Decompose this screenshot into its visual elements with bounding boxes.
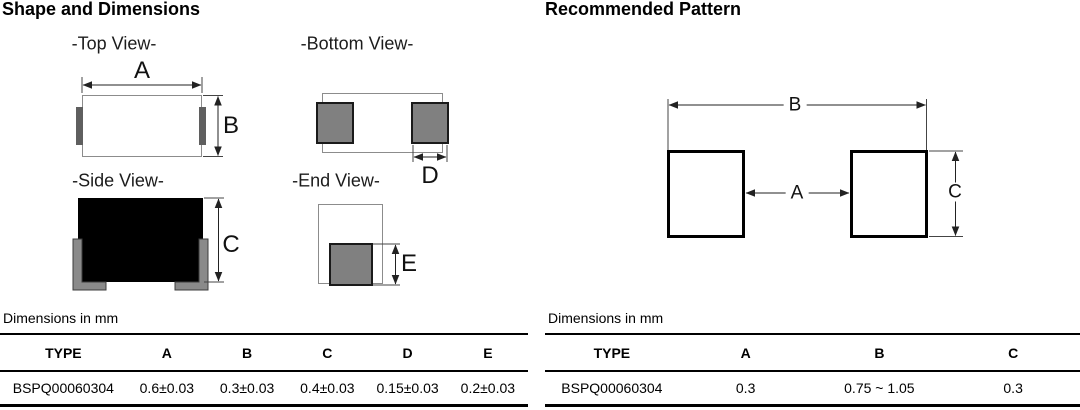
col-header-c: C xyxy=(1008,344,1019,361)
col-header-e: E xyxy=(483,344,493,361)
col-header-type: TYPE xyxy=(593,344,631,361)
pattern-dim-label-c: C xyxy=(943,182,967,202)
section-title-shape-dimensions: Shape and Dimensions xyxy=(2,0,201,19)
col-header-d: D xyxy=(402,344,413,361)
cell-b: 0.75 ~ 1.05 xyxy=(844,380,915,396)
cell-e: 0.2±0.03 xyxy=(460,380,516,396)
top-view-label: -Top View- xyxy=(71,33,157,54)
recommended-pattern-table: TYPE A B C BSPQ00060304 0.3 0.75 ~ 1.05 … xyxy=(545,333,1080,407)
cell-b: 0.3±0.03 xyxy=(219,380,275,396)
cell-c: 0.3 xyxy=(1003,380,1023,396)
cell-c: 0.4±0.03 xyxy=(300,380,355,396)
col-header-a: A xyxy=(740,344,751,361)
end-view-drawing xyxy=(318,204,400,286)
col-header-c: C xyxy=(322,344,333,361)
pad-end xyxy=(329,243,373,286)
side-view-label: -Side View- xyxy=(72,170,164,191)
pattern-pad-left xyxy=(667,150,745,238)
col-header-b: B xyxy=(874,344,885,361)
pattern-pad-right xyxy=(850,150,928,238)
bottom-view-label: -Bottom View- xyxy=(300,33,414,54)
side-terminal-right xyxy=(174,238,209,291)
table-row: BSPQ00060304 0.3 0.75 ~ 1.05 0.3 xyxy=(545,371,1080,406)
pattern-dim-label-b: B xyxy=(783,95,807,115)
top-view-drawing xyxy=(76,77,223,157)
section-title-recommended-pattern: Recommended Pattern xyxy=(545,0,742,19)
pad-right xyxy=(411,102,449,144)
table-row: BSPQ00060304 0.6±0.03 0.3±0.03 0.4±0.03 … xyxy=(0,371,528,406)
dim-label-b: B xyxy=(222,112,240,139)
col-header-type: TYPE xyxy=(45,344,82,361)
dim-label-e: E xyxy=(400,250,418,277)
component-body-top xyxy=(82,95,202,157)
shape-dimensions-table: TYPE A B C D E BSPQ00060304 0.6±0.03 0.3… xyxy=(0,333,528,407)
recommended-pattern-drawing xyxy=(667,99,963,238)
pattern-dim-label-a: A xyxy=(785,183,809,203)
dims-note-right: Dimensions in mm xyxy=(548,310,664,326)
dim-label-c: C xyxy=(222,231,240,258)
cell-type: BSPQ00060304 xyxy=(561,380,663,396)
col-header-a: A xyxy=(161,344,172,361)
component-body-side xyxy=(78,198,203,282)
cell-d: 0.15±0.03 xyxy=(376,380,439,396)
dims-note-left: Dimensions in mm xyxy=(3,310,119,326)
table-header-row: TYPE A B C D E xyxy=(0,334,528,371)
cell-a: 0.3 xyxy=(735,380,756,396)
terminal-right xyxy=(199,107,206,145)
cell-type: BSPQ00060304 xyxy=(12,380,114,396)
side-view-drawing xyxy=(72,197,224,291)
cell-a: 0.6±0.03 xyxy=(139,380,195,396)
side-terminal-left xyxy=(72,238,107,291)
terminal-left xyxy=(76,107,83,145)
dim-label-d: D xyxy=(421,162,439,189)
bottom-view-drawing xyxy=(316,93,449,162)
table-header-row: TYPE A B C xyxy=(545,334,1080,371)
col-header-b: B xyxy=(242,344,253,361)
dim-label-a: A xyxy=(133,57,151,84)
pad-left xyxy=(316,102,354,144)
end-view-label: -End View- xyxy=(292,170,380,191)
